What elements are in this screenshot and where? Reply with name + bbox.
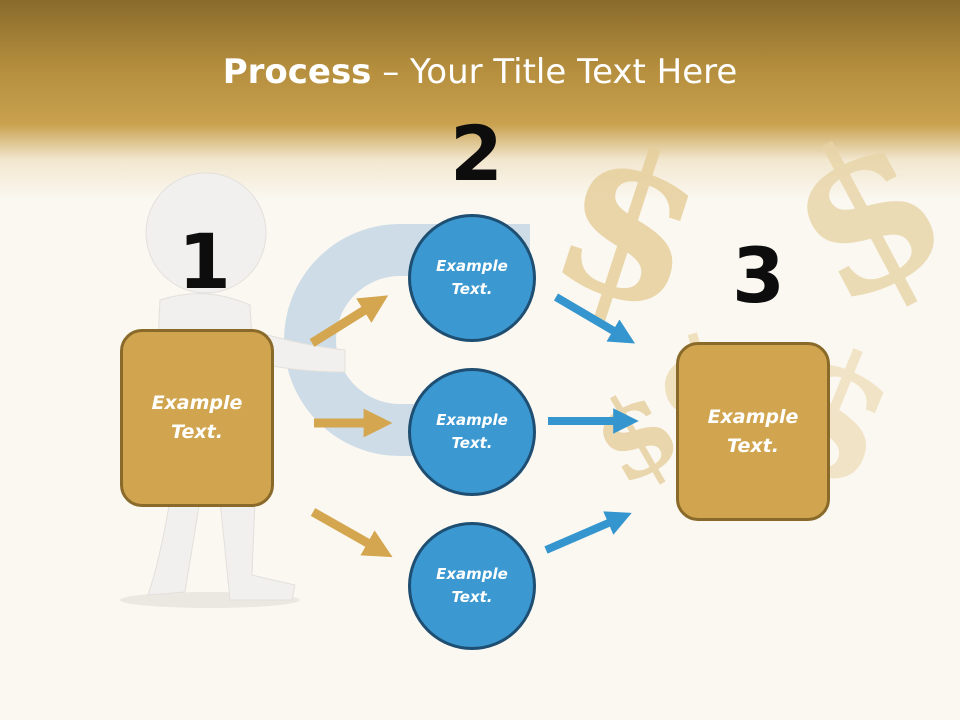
title-rest-part: – Your Title Text Here (371, 52, 738, 92)
blue-arrow-down-right (553, 293, 636, 344)
circle-bottom-line2: Text. (451, 588, 493, 606)
step-3-line1: Example (707, 405, 799, 428)
circle-top-line2: Text. (451, 280, 493, 298)
gold-arrow-down-right (310, 508, 393, 558)
circle-middle-line2: Text. (451, 434, 493, 452)
step-number-3: 3 (732, 231, 785, 320)
blue-arrow-up-right (544, 511, 632, 554)
slide-title: Process – Your Title Text Here (0, 52, 960, 92)
circle-top-line1: Example (436, 257, 508, 275)
circle-middle-line1: Example (436, 411, 508, 429)
step-number-2: 2 (450, 109, 503, 198)
step-1-line2: Text. (171, 421, 223, 443)
title-band (0, 0, 960, 200)
circle-bottom-line1: Example (436, 565, 508, 583)
step-1-line1: Example (151, 392, 243, 414)
title-bold-part: Process (222, 52, 372, 92)
step-number-1: 1 (178, 217, 231, 306)
gold-arrow-up-right (309, 295, 389, 347)
step-3-line2: Text. (727, 434, 779, 457)
